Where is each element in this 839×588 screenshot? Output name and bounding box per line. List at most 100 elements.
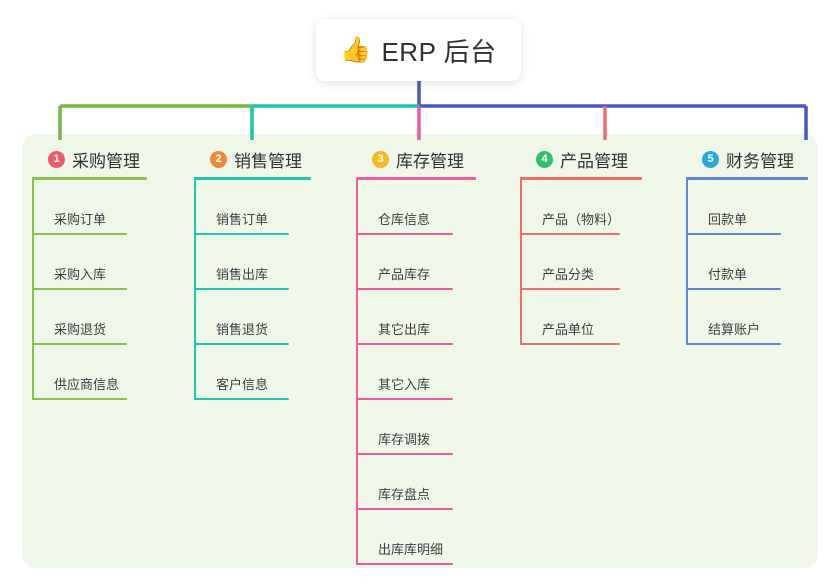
branch-column-产品管理: 4 产品管理产品（物料） 产品分类产品单位 [520,146,642,345]
branch-number-badge: 1 [48,150,65,168]
leaf-item[interactable]: 回款单 [686,180,808,235]
leaf-item[interactable]: 付款单 [686,235,808,290]
branch-header-rule [686,177,808,180]
leaf-label: 其它入库 [378,377,431,392]
branch-header[interactable]: 4 产品管理 [520,146,642,172]
branch-trunk-line [520,180,522,345]
leaf-rule [194,233,289,235]
branch-column-财务管理: 5 财务管理回款单付款单结算账户 [686,146,808,345]
leaf-item[interactable]: 采购退货 [32,290,147,345]
leaf-rule [356,343,453,345]
leaf-item[interactable]: 其它入库 [356,345,476,400]
leaf-label: 销售出库 [216,267,269,282]
leaf-label: 采购订单 [54,212,107,227]
branch-trunk-line [194,180,196,400]
leaf-item[interactable]: 库存盘点 [356,455,476,510]
leaf-list: 仓库信息产品库存其它出库其它入库库存调拨库存盘点出库库明细 [356,180,476,565]
leaf-label: 客户信息 [216,377,269,392]
leaf-label: 采购入库 [54,267,107,282]
branch-column-采购管理: 1 采购管理采购订单采购入库采购退货供应商信息 [32,146,147,400]
branch-header-rule [32,177,147,180]
branch-number-badge: 4 [536,150,553,168]
leaf-item[interactable]: 结算账户 [686,290,808,345]
leaf-item[interactable]: 采购订单 [32,180,147,235]
leaf-item[interactable]: 产品（物料） [520,180,642,235]
leaf-label: 付款单 [708,267,748,282]
leaf-item[interactable]: 出库库明细 [356,510,476,565]
leaf-label: 回款单 [708,212,748,227]
branch-trunk-line [356,180,358,565]
leaf-label: 采购退货 [54,322,107,337]
leaf-rule [520,343,620,345]
root-title: ERP 后台 [381,36,497,67]
leaf-rule [356,398,453,400]
leaf-label: 供应商信息 [54,377,120,392]
branch-header[interactable]: 5 财务管理 [686,146,808,172]
leaf-item[interactable]: 销售退货 [194,290,311,345]
leaf-label: 出库库明细 [378,542,444,557]
leaf-label: 仓库信息 [378,212,431,227]
branch-header-rule [520,177,642,180]
leaf-rule [686,343,781,345]
leaf-rule [686,233,781,235]
branch-number-badge: 3 [372,150,389,168]
leaf-label: 产品分类 [542,267,595,282]
leaf-list: 销售订单销售出库销售退货客户信息 [194,180,311,400]
branch-label: 财务管理 [726,151,794,171]
leaf-rule [32,398,127,400]
branch-label: 销售管理 [234,151,302,171]
leaf-rule [32,233,127,235]
leaf-item[interactable]: 其它出库 [356,290,476,345]
leaf-item[interactable]: 销售订单 [194,180,311,235]
leaf-rule [194,288,289,290]
leaf-item[interactable]: 产品库存 [356,235,476,290]
leaf-label: 库存盘点 [378,487,431,502]
leaf-rule [356,508,453,510]
leaf-label: 销售订单 [216,212,269,227]
leaf-label: 产品单位 [542,322,595,337]
branch-header[interactable]: 3 库存管理 [356,146,476,172]
leaf-item[interactable]: 销售出库 [194,235,311,290]
leaf-rule [194,398,289,400]
leaf-rule [356,563,453,565]
leaf-list: 回款单付款单结算账户 [686,180,808,345]
leaf-item[interactable]: 供应商信息 [32,345,147,400]
leaf-item[interactable]: 产品分类 [520,235,642,290]
branch-column-销售管理: 2 销售管理销售订单销售出库销售退货客户信息 [194,146,311,400]
leaf-list: 采购订单采购入库采购退货供应商信息 [32,180,147,400]
leaf-item[interactable]: 库存调拨 [356,400,476,455]
branch-header[interactable]: 1 采购管理 [32,146,147,172]
leaf-label: 销售退货 [216,322,269,337]
branch-header[interactable]: 2 销售管理 [194,146,311,172]
root-node[interactable]: 👍 ERP 后台 [316,19,521,81]
leaf-rule [520,288,620,290]
branch-label: 库存管理 [396,151,464,171]
branch-header-rule [194,177,311,180]
branch-trunk-line [686,180,688,345]
branch-number-badge: 2 [210,150,227,168]
leaf-rule [686,288,781,290]
leaf-list: 产品（物料） 产品分类产品单位 [520,180,642,345]
branch-column-库存管理: 3 库存管理仓库信息产品库存其它出库其它入库库存调拨库存盘点出库库明细 [356,146,476,565]
leaf-label: 产品库存 [378,267,431,282]
leaf-label: 产品（物料） [542,212,621,227]
branch-header-rule [356,177,476,180]
leaf-rule [356,233,453,235]
leaf-label: 库存调拨 [378,432,431,447]
leaf-rule [356,288,453,290]
branch-label: 采购管理 [72,151,140,171]
leaf-item[interactable]: 客户信息 [194,345,311,400]
leaf-rule [32,288,127,290]
leaf-rule [32,343,127,345]
leaf-item[interactable]: 产品单位 [520,290,642,345]
leaf-rule [194,343,289,345]
leaf-item[interactable]: 仓库信息 [356,180,476,235]
branch-label: 产品管理 [560,151,628,171]
branch-number-badge: 5 [702,150,719,168]
leaf-rule [356,453,453,455]
thumbs-up-icon: 👍 [340,35,372,64]
leaf-rule [520,233,620,235]
branches-background-panel [22,134,818,568]
leaf-item[interactable]: 采购入库 [32,235,147,290]
